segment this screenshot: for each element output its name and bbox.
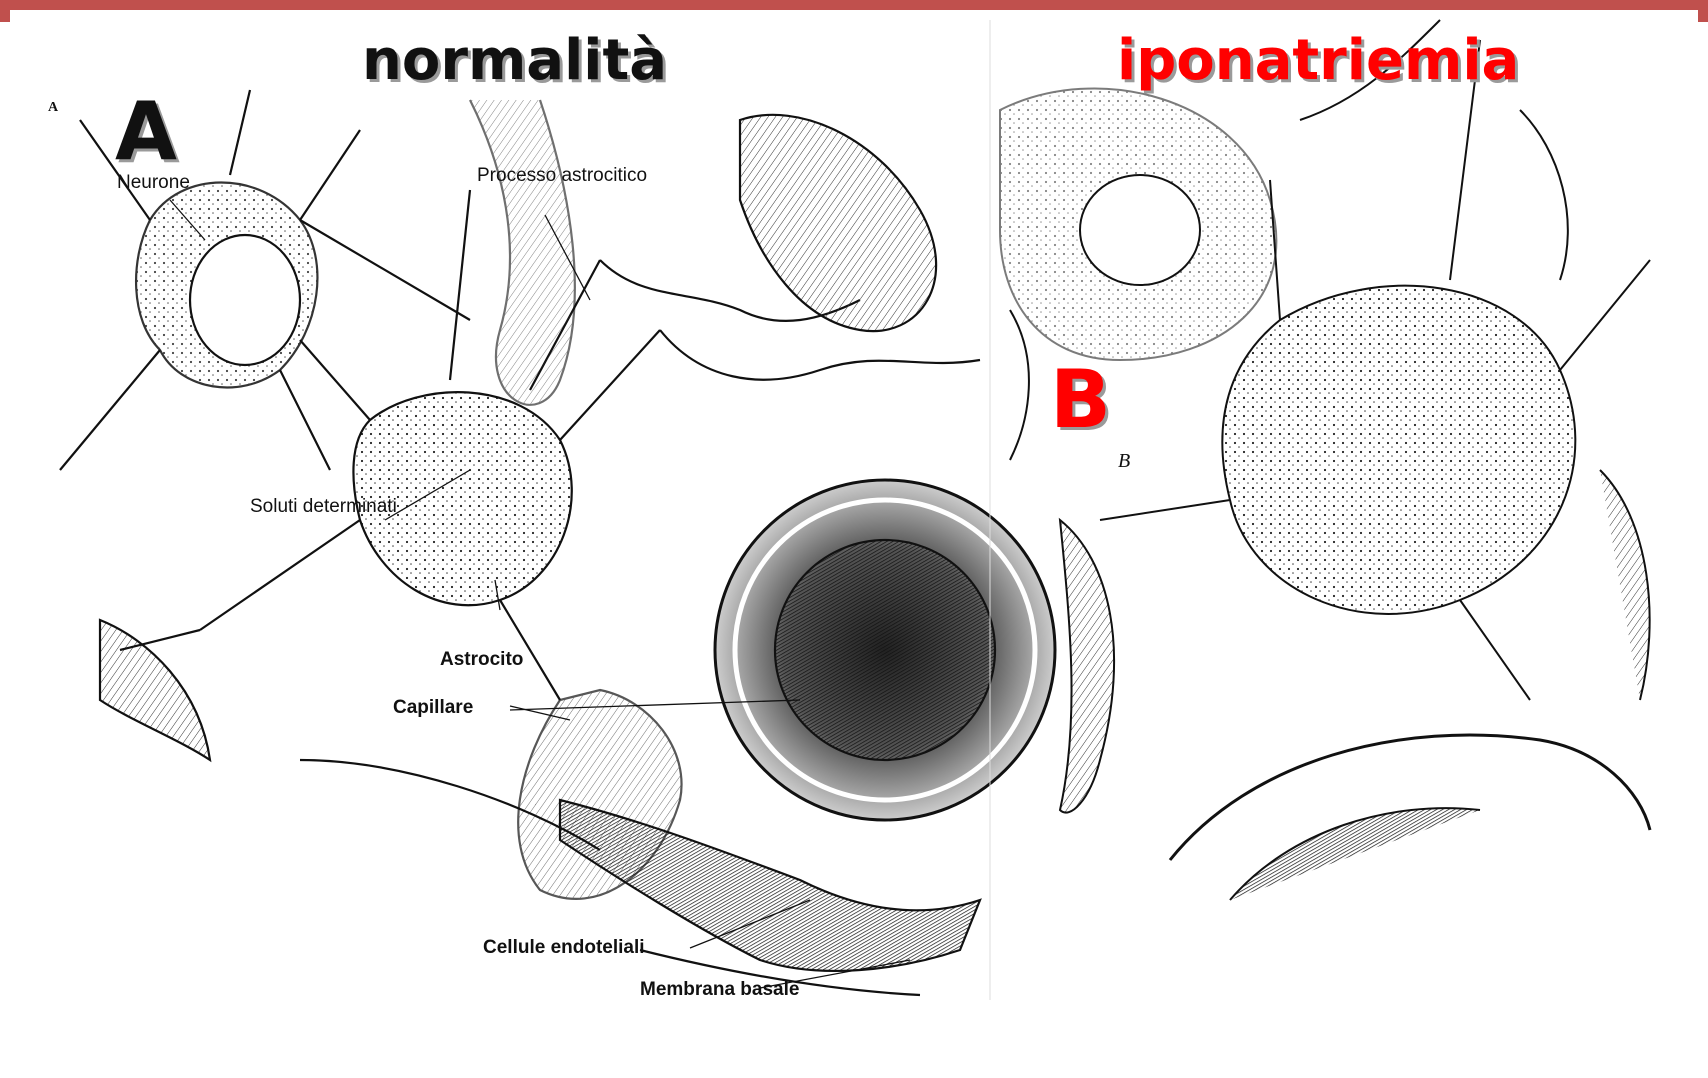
leader-lines bbox=[0, 0, 1708, 1078]
